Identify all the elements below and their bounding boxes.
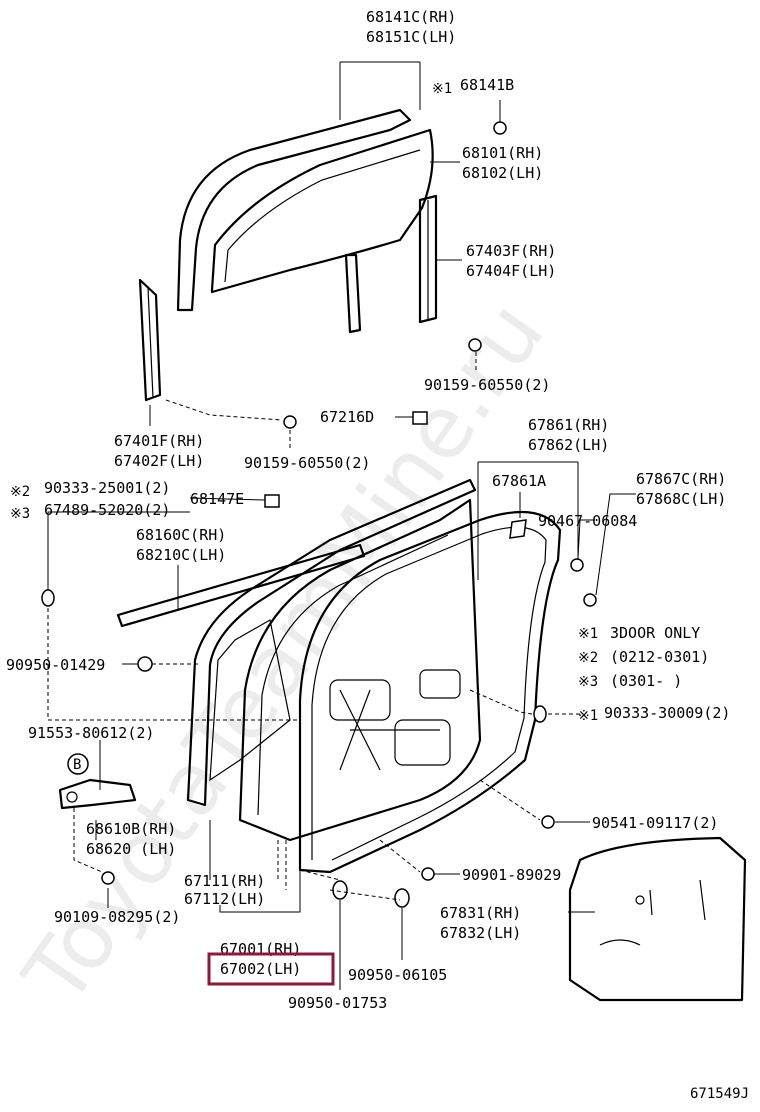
callout-c19-mark: ※1 [578,708,598,724]
callout-c27-line1: 90950-06105 [348,966,447,984]
door-glass [210,128,434,294]
plug-90950-01753 [332,880,348,900]
clip-67861a [509,519,527,539]
highlight-box-67002 [207,952,335,986]
trim-hole [635,895,645,905]
door-hinge [58,778,137,810]
callout-c24-line1: 90109-08295(2) [54,908,180,926]
service-hole-2 [394,719,451,766]
clip-68147e [264,494,280,508]
callout-c16-line1: 68160C(RH) [136,526,226,544]
front-channel-inner [147,287,154,399]
note-2-text: (0212-0301) [610,648,709,666]
callout-labels: 68141C(RH) 68151C(LH) ※1 68141B 68101(RH… [6,8,730,1012]
callout-c14-mark: ※3 [10,506,30,522]
callout-c12-line1: 90467-06084 [538,512,637,530]
glass-run-channel [176,108,412,312]
bolt-upper-right [468,338,482,352]
leader-lines [47,61,636,990]
drawing-id: 671549J [690,1086,749,1102]
callout-c9-line1: 67861(RH) [528,416,609,434]
callout-c11-line2: 67868C(LH) [636,490,726,508]
note-3-mark: ※3 [578,674,598,690]
callout-c3-line1: 68101(RH) [462,144,543,162]
callout-c16-line2: 68210C(LH) [136,546,226,564]
callout-c26-line2: 67002(LH) [220,960,301,978]
window-regulator [339,689,440,771]
callout-c15-line1: 68147E [190,490,244,508]
clip-90901 [421,867,435,881]
plug-90333-30009 [533,705,547,723]
callout-c23-line1: 90901-89029 [462,866,561,884]
trim-detail [599,879,706,946]
clip-67867c [583,593,597,607]
callout-c22-line2: 67112(LH) [184,890,265,908]
callout-c25-line1: 67831(RH) [440,904,521,922]
callout-c4-line1: 67403F(RH) [466,242,556,260]
callout-c25-line2: 67832(LH) [440,924,521,942]
front-division-channel [138,278,162,402]
clip-68141b [493,121,507,135]
callout-c5-line1: 90159-60550(2) [424,376,550,394]
bolt-90109 [101,871,115,885]
glass-inner-line [224,149,421,283]
plug-90950-01429 [137,656,153,672]
clip-67216d [412,411,428,425]
callout-c1-line1: 68141C(RH) [366,8,456,26]
door-weatherstrip [298,510,562,874]
service-hole-3 [419,669,461,699]
center-channel [344,253,362,334]
callout-c8-line1: 90159-60550(2) [244,454,370,472]
callout-c1-line2: 68151C(LH) [366,28,456,46]
door-panel [238,498,482,842]
detail-marker-label: B [73,757,81,773]
callout-c10-line1: 67861A [492,472,546,490]
callout-c2-line1: 68141B [460,76,514,94]
callout-c9-line2: 67862(LH) [528,436,609,454]
callout-c13-mark: ※2 [10,484,30,500]
note-1-text: 3DOOR ONLY [610,624,700,642]
rear-division-channel [418,194,438,324]
callout-c20-line2: 68620 (LH) [86,840,176,858]
callout-c21-line1: 90541-09117(2) [592,814,718,832]
plug-left [41,589,55,607]
callout-c13-line1: 90333-25001(2) [44,479,170,497]
door-panel-edge [257,534,449,816]
callout-c18-line1: 91553-80612(2) [28,724,154,742]
bolt-90541 [541,815,555,829]
clip-90467 [570,558,584,572]
callout-c7-line2: 67402F(LH) [114,452,204,470]
callout-c22-line1: 67111(RH) [184,872,265,890]
door-outer-panel [186,478,477,807]
notes-block: ※1 3DOOR ONLY ※2 (0212-0301) ※3 (0301- ) [578,624,709,690]
hinge-pin [66,791,78,803]
note-3-text: (0301- ) [610,672,682,690]
outer-panel-frame [209,619,291,782]
door-trim-board [568,836,747,1002]
detail-marker-b: B [67,753,89,775]
callout-c14-line1: 67489-52020(2) [44,501,170,519]
note-2-mark: ※2 [578,650,598,666]
callout-c17-line1: 90950-01429 [6,656,105,674]
callout-c4-line2: 67404F(LH) [466,262,556,280]
plug-90950-06105 [394,888,410,908]
callout-c28-line1: 90950-01753 [288,994,387,1012]
callout-c3-line2: 68102(LH) [462,164,543,182]
bolt-upper-left [283,415,297,429]
belt-moulding [116,543,366,628]
callout-c2-mark: ※1 [432,81,452,97]
callout-c11-line1: 67867C(RH) [636,470,726,488]
callout-c7-line1: 67401F(RH) [114,432,204,450]
callout-c20-line1: 68610B(RH) [86,820,176,838]
parts-illustration [41,108,747,1002]
weatherstrip-inner [311,526,547,861]
callout-c6-line1: 67216D [320,408,374,426]
service-hole-1 [329,679,391,721]
note-1-mark: ※1 [578,626,598,642]
callout-c19-line1: 90333-30009(2) [604,704,730,722]
